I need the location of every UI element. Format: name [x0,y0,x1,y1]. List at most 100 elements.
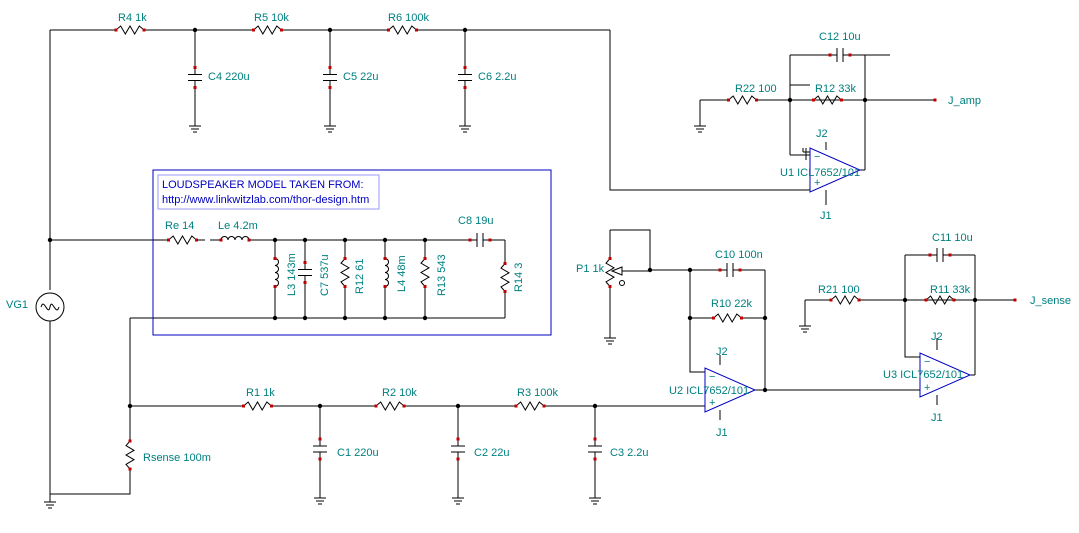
wires [47,27,1015,495]
pin-marker [840,98,843,102]
label-labels.R2: R2 10k [382,387,417,399]
pin-marker [812,98,815,102]
label-labels.J2a: J2 [816,128,828,140]
label-labels.C10: C10 100n [715,249,763,261]
pin-marker [456,437,460,441]
label-labels.R22: R22 100 [735,83,777,95]
pin-marker [270,404,273,408]
r5 [253,25,282,35]
opamp-u3 [919,352,972,398]
pin-marker [463,86,467,89]
label-labels.L4: L4 48m [396,255,408,292]
pin-marker [328,66,332,69]
label-labels.C6: C6 2.2u [478,71,517,83]
pin-marker [829,298,833,302]
label-labels.J1b: J1 [716,427,728,439]
label-labels.R1: R1 1k [246,387,275,399]
opamp-u2-minus: − [709,371,715,383]
junction-dot [687,267,693,273]
wire [789,84,810,155]
r2 [375,401,405,411]
pin-marker [593,437,597,441]
opamp-u1 [809,147,862,193]
label-labels.C8: C8 19u [458,215,493,227]
components [35,25,1017,509]
pin-marker [542,404,546,408]
label-labels.R12: R12 33k [815,83,856,95]
r12 [813,95,842,105]
pin-marker [423,257,427,260]
pin-marker [828,53,832,57]
pot-dot-icon [619,280,625,286]
junction-dot [47,237,53,243]
label-labels.U2: U2 ICL7652/101 [669,385,749,397]
pin-marker [280,28,283,32]
wire [50,470,131,495]
label-labels.R3: R3 100k [517,387,558,399]
pin-marker [343,285,347,288]
pin-marker [712,316,715,320]
pin-marker [114,28,118,32]
junction-dot [647,267,653,273]
pin-marker [303,281,307,284]
junction-dot [382,315,388,321]
label-labels.R6: R6 100k [388,12,429,24]
pin-marker [128,467,132,471]
label-labels.Rsense: Rsense 100m [143,452,211,464]
opamp-u1-plus: + [814,177,820,189]
label-labels.C7: C7 537u [319,254,331,296]
rsense [125,440,135,470]
label-labels.C1: C1 220u [337,447,379,459]
le [220,236,250,241]
label-labels.L3: L3 143m [286,253,298,296]
r21 [830,295,860,305]
pin-marker [488,238,492,242]
opamp-u3-minus: − [924,356,930,368]
label-labels.Le: Le 4.2m [218,220,258,232]
wire [904,255,920,358]
label-labels.J1a: J1 [820,210,832,222]
pin-marker [593,457,597,461]
pin-marker [608,257,612,260]
pin-marker [924,298,928,302]
label-labels.C4: C4 220u [208,71,250,83]
pin-marker [387,28,390,32]
pin-marker [128,439,132,443]
label-labels.J2b: J2 [716,346,728,358]
pin-marker [219,238,223,242]
pin-marker [247,238,251,242]
opamp-u1-minus: − [814,151,820,163]
wire [689,270,705,373]
pin-marker [727,98,730,102]
pin-marker [740,316,743,320]
pin-marker [456,457,460,461]
pin-marker [857,298,861,302]
pin-marker [423,285,427,288]
r13 [420,258,430,287]
pin-marker [402,404,406,408]
pin-marker [514,404,518,408]
opamp-u2-plus: + [709,397,715,409]
pin-marker [468,238,472,242]
pin-marker [952,298,956,302]
pin-marker [142,28,146,32]
label-labels.R4: R4 1k [118,12,147,24]
pin-marker [195,238,198,242]
pin-marker [273,285,277,288]
label-labels.J_amp: J_amp [948,95,981,107]
junction-dot [302,315,308,321]
pin-marker [848,53,852,57]
label-labels.R11: R11 33k [930,284,971,296]
pin-marker [948,253,952,257]
label-labels.C12: C12 10u [819,31,861,43]
pin-marker [318,437,322,441]
junction-dot [272,315,278,321]
label-labels.R13: R13 543 [436,254,448,296]
r3 [515,401,545,411]
label-labels.C11: C11 10u [932,232,973,244]
r6 [388,25,417,35]
label-labels.R14: R14 3 [513,263,525,292]
speaker-model-box [152,169,552,336]
sine-wave-icon [40,303,60,311]
